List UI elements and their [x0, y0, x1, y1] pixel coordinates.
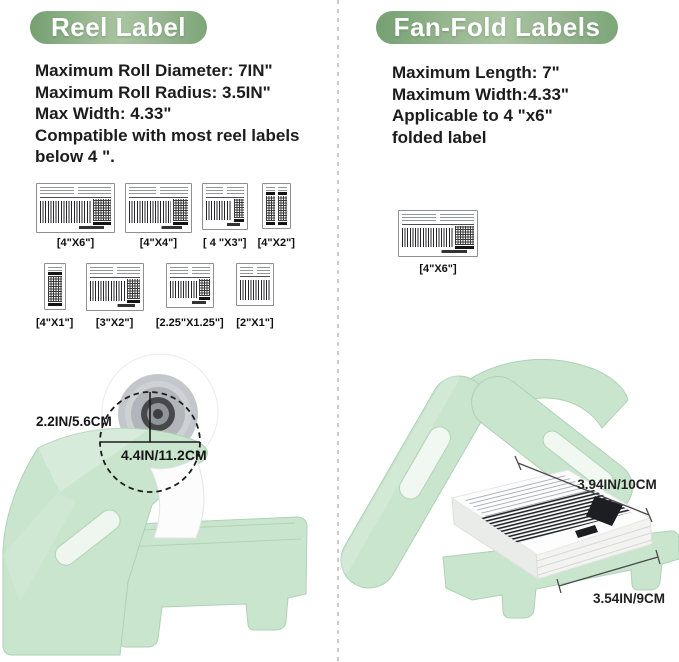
label-size-4x1: [4"X1"]	[36, 263, 73, 329]
printed-label-text	[464, 475, 592, 517]
reel-label-title: Reel Label	[50, 12, 187, 42]
fanfold-labels-title: Fan-Fold Labels	[393, 12, 601, 42]
label-size-caption: [4"X6"]	[56, 237, 95, 249]
holder-right-plate	[471, 376, 633, 514]
dimension-label-diameter: 4.4IN/11.2CM	[121, 447, 207, 463]
fanfold-specs: Maximum Length: 7" Maximum Width:4.33" A…	[392, 62, 569, 148]
label-size-caption: [4"X1"]	[36, 317, 74, 329]
fanfold-size-sample: [4"X6"]	[398, 210, 478, 275]
spec-line: folded label	[392, 127, 487, 147]
printer-arm	[2, 427, 208, 656]
spec-line: Applicable to 4 "x6"	[392, 106, 553, 125]
spec-line: Maximum Roll Radius: 3.5IN"	[35, 82, 271, 102]
fanfold-holder-illustration: 3.94IN/10CM 3.54IN/9CM	[340, 359, 679, 619]
label-size-caption: [ 4 "X3"]	[203, 237, 247, 249]
label-size-caption: [3"X2"]	[95, 317, 134, 329]
reel-size-row-1: [4"X6"] [4"X4"] [ 4 "X3"] [4"X2"]	[36, 183, 295, 249]
printer-base	[111, 516, 308, 648]
stack-depth-dimension: 3.54IN/9CM	[556, 549, 665, 606]
label-size-4x2: [4"X2"]	[258, 183, 295, 249]
label-thumbnail-2x1	[235, 263, 274, 306]
label-size-4x6: [4"X6"]	[36, 183, 115, 249]
spec-line: Max Width: 4.33"	[35, 104, 172, 123]
reel-printer-illustration: 2.2IN/5.6CM 4.4IN/11.2CM	[2, 353, 308, 656]
reel-size-row-2: [4"X1"] [3"X2"] [2.25"X1.25"] [2"X1"]	[36, 263, 274, 329]
label-size-225x125: [2.25"X1.25"]	[156, 263, 224, 329]
spec-line: Maximum Width:4.33"	[392, 84, 569, 104]
label-size-4x3: [ 4 "X3"]	[201, 183, 248, 249]
column-divider	[337, 0, 339, 662]
label-thumbnail-4x3	[201, 183, 248, 230]
spec-line: below 4 ".	[35, 147, 115, 166]
arm-slot-hole	[54, 509, 121, 566]
dimension-label-width: 3.94IN/10CM	[577, 477, 657, 492]
label-size-3x2: [3"X2"]	[85, 263, 144, 329]
fanfold-labels-badge: Fan-Fold Labels	[376, 11, 618, 44]
label-size-caption: [2"X1"]	[236, 317, 274, 329]
label-thumbnail-4x1	[43, 263, 66, 310]
label-size-caption: [4"X4"]	[139, 237, 178, 249]
label-thumbnail-4x2	[261, 183, 291, 229]
label-size-caption: [4"X2"]	[257, 237, 295, 249]
label-thumbnail-4x4	[124, 183, 192, 233]
label-thumbnail-4x6	[36, 183, 115, 233]
spec-line: Maximum Length: 7"	[392, 63, 560, 82]
spec-line: Compatible with most reel labels	[35, 125, 300, 145]
spec-line: Maximum Roll Diameter: 7IN"	[35, 61, 273, 80]
reel-label-badge: Reel Label	[30, 11, 207, 44]
label-thumbnail-4x6-fanfold	[398, 210, 478, 257]
reel-specs: Maximum Roll Diameter: 7IN" Maximum Roll…	[35, 60, 300, 168]
fanfold-label-stack	[450, 469, 653, 580]
label-strip	[149, 457, 205, 539]
dimension-label-depth: 3.54IN/9CM	[593, 591, 665, 606]
left-plate-slot	[399, 426, 451, 500]
label-size-caption: [2.25"X1.25"]	[155, 317, 224, 329]
dimension-label-radius: 2.2IN/5.6CM	[36, 414, 112, 429]
label-size-2x1: [2"X1"]	[235, 263, 274, 329]
label-size-4x4: [4"X4"]	[124, 183, 192, 249]
label-size-caption: [4"X6"]	[419, 263, 457, 275]
right-plate-slot	[542, 430, 614, 491]
label-thumbnail-225x125	[165, 263, 214, 308]
stack-width-dimension: 3.94IN/10CM	[514, 455, 657, 523]
holder-left-plate	[340, 371, 488, 589]
label-thumbnail-3x2	[85, 263, 144, 311]
